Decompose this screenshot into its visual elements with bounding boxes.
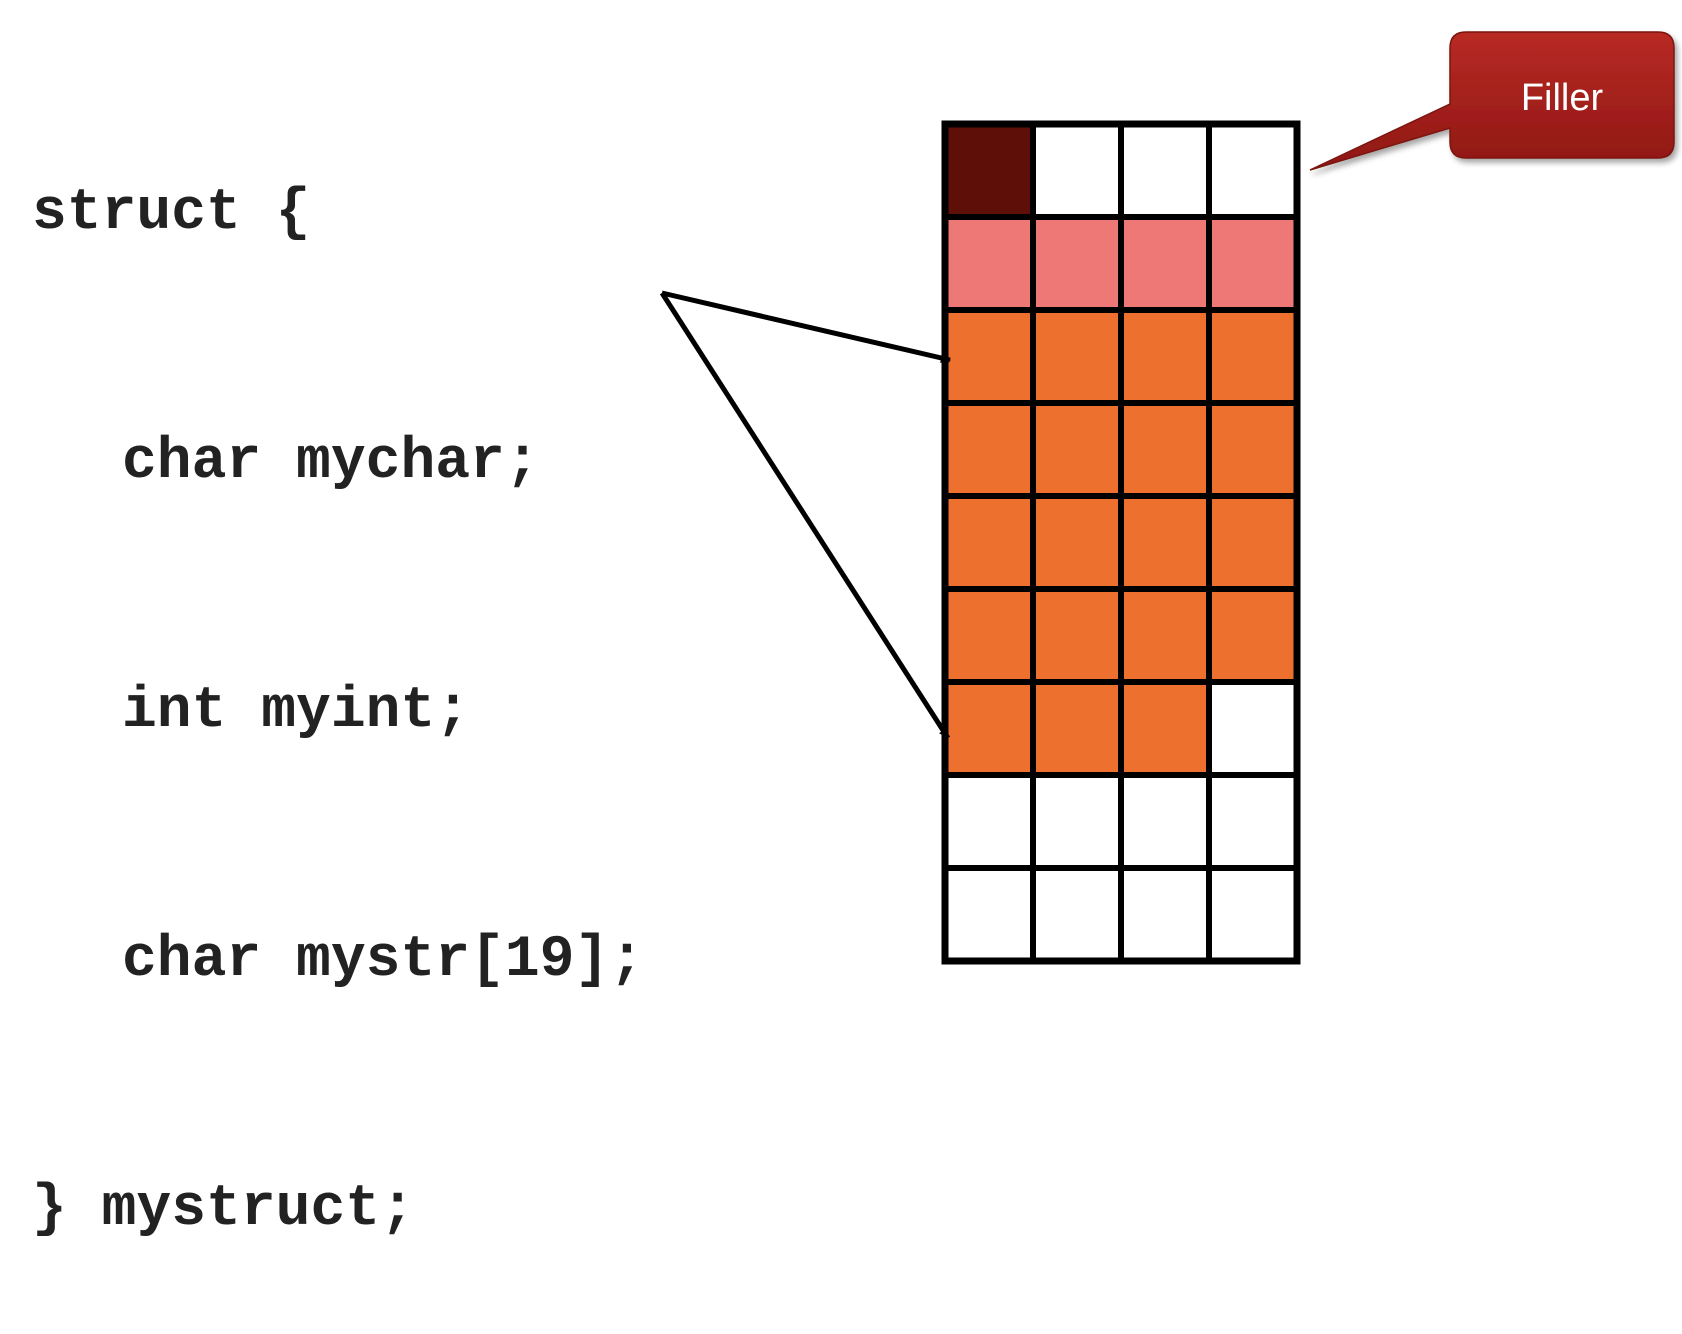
memory-cell-empty: [942, 772, 1036, 871]
memory-cell-empty: [1206, 772, 1300, 871]
memory-cell-empty: [1030, 121, 1124, 220]
memory-cell-mystr: [942, 679, 1036, 778]
arrow-to-mystr-end: [659, 291, 951, 740]
memory-cell-mystr: [1118, 586, 1212, 685]
memory-cell-mystr: [1206, 400, 1300, 499]
memory-cell-myint: [1118, 214, 1212, 313]
mystr-arrows: [659, 290, 951, 740]
memory-cell-mystr: [942, 400, 1036, 499]
memory-cell-mystr: [1118, 400, 1212, 499]
memory-cell-mystr: [1206, 586, 1300, 685]
memory-cell-empty: [1206, 679, 1300, 778]
callout-label: Filler: [1521, 77, 1604, 119]
memory-cell-mychar: [942, 121, 1036, 220]
memory-cell-empty: [1030, 772, 1124, 871]
memory-cell-mystr: [1118, 679, 1212, 778]
memory-cell-mystr: [1030, 586, 1124, 685]
memory-cell-empty: [942, 865, 1036, 964]
memory-layout-diagram: Filler: [659, 31, 1675, 965]
memory-cell-empty: [1118, 772, 1212, 871]
memory-cell-mystr: [1030, 493, 1124, 592]
memory-cell-empty: [1118, 121, 1212, 220]
memory-cell-mystr: [1030, 307, 1124, 406]
memory-cell-mystr: [1118, 493, 1212, 592]
memory-cell-mystr: [942, 493, 1036, 592]
code-line-struct-close: } mystruct;: [32, 1177, 415, 1242]
memory-cell-mystr: [942, 307, 1036, 406]
memory-cell-mystr: [1206, 493, 1300, 592]
memory-cell-empty: [1206, 865, 1300, 964]
arrow-to-mystr-start: [661, 290, 951, 363]
code-line-mychar: char mychar;: [122, 430, 540, 495]
memory-cell-empty: [1118, 865, 1212, 964]
memory-grid-border: [941, 120, 1301, 965]
memory-grid: [941, 120, 1301, 965]
callout-bubble: [1309, 31, 1675, 171]
memory-cell-mystr: [942, 586, 1036, 685]
memory-cell-mystr: [1118, 307, 1212, 406]
memory-cell-myint: [942, 214, 1036, 313]
memory-cell-myint: [1206, 214, 1300, 313]
memory-cell-empty: [1206, 121, 1300, 220]
memory-cell-myint: [1030, 214, 1124, 313]
memory-cell-mystr: [1206, 307, 1300, 406]
memory-cell-mystr: [1030, 400, 1124, 499]
code-line-myint: int myint;: [122, 679, 471, 744]
filler-callout: [1309, 31, 1675, 171]
memory-cell-empty: [1030, 865, 1124, 964]
memory-cell-mystr: [1030, 679, 1124, 778]
code-line-struct-open: struct {: [32, 181, 311, 246]
